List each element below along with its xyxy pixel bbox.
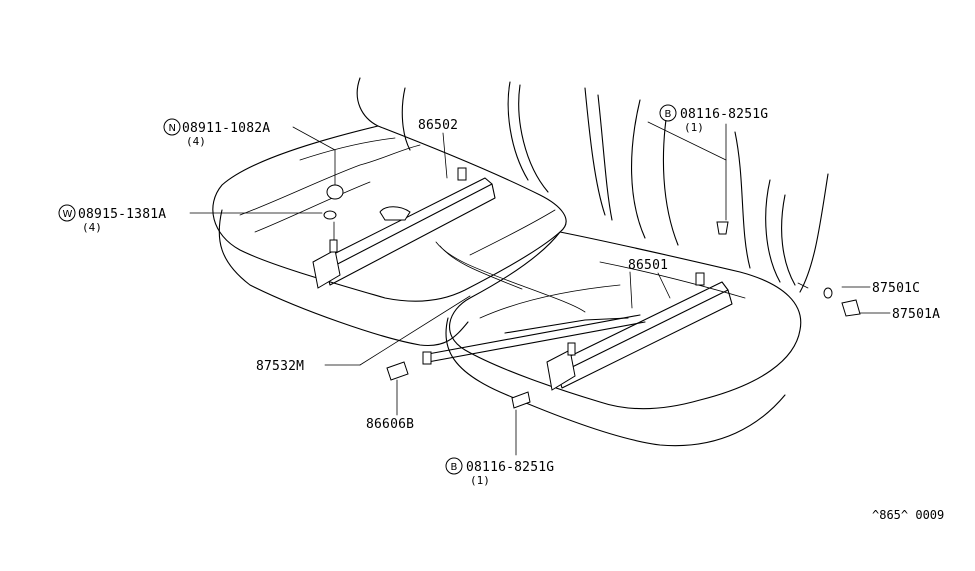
cap-part — [386, 361, 409, 381]
leader-lines — [189, 121, 891, 456]
seat-cushion-right — [445, 231, 802, 447]
label-bolt-top: B 08116-8251G (1) — [659, 104, 768, 134]
seat-back-outline — [356, 77, 829, 293]
label-cap: 86606B — [366, 417, 414, 432]
screw-part — [841, 299, 861, 317]
label-bolt-top-prefix: B — [665, 109, 672, 120]
label-bolt-bottom: B 08116-8251G (1) — [445, 457, 554, 487]
nut-part — [326, 184, 344, 200]
w-circle-icon — [58, 204, 76, 222]
label-washer-qty: (4) — [82, 221, 102, 234]
label-screw: 87501A — [892, 307, 940, 322]
label-bolt-top-qty: (1) — [684, 121, 704, 134]
n-circle-icon — [163, 118, 181, 136]
label-bolt-bottom-number: 08116-8251G — [466, 460, 554, 475]
label-adjuster-left: 86502 — [418, 118, 458, 133]
label-bolt-bottom-prefix: B — [451, 462, 458, 473]
label-bolt-top-number: 08116-8251G — [680, 107, 768, 122]
b-circle-icon-top — [659, 104, 677, 122]
label-washer: W 08915-1381A (4) — [58, 204, 166, 234]
small-parts — [323, 184, 861, 409]
label-adjuster-right: 86501 — [628, 258, 668, 273]
reference-code: ^865^ 0009 — [872, 508, 944, 522]
seat-cushion-left — [212, 125, 567, 347]
bolt-top-part — [716, 221, 729, 235]
release-rod — [422, 241, 646, 365]
seat-adjuster-left — [312, 167, 496, 289]
label-nut-prefix: N — [169, 123, 176, 134]
label-nut-number: 08911-1082A — [182, 121, 270, 136]
label-bolt-bottom-qty: (1) — [470, 474, 490, 487]
label-washer-number: 08915-1381A — [78, 207, 166, 222]
label-nut-qty: (4) — [186, 135, 206, 148]
b-circle-icon-bottom — [445, 457, 463, 475]
label-washer-prefix: W — [63, 209, 73, 220]
washer-part — [323, 210, 337, 220]
seat-adjuster-right — [546, 272, 733, 391]
label-clip: 87501C — [872, 281, 920, 296]
clip-part — [823, 287, 833, 299]
label-nut: N 08911-1082A (4) — [163, 118, 270, 148]
bolt-bottom-part — [511, 391, 531, 409]
label-rod: 87532M — [256, 359, 304, 374]
